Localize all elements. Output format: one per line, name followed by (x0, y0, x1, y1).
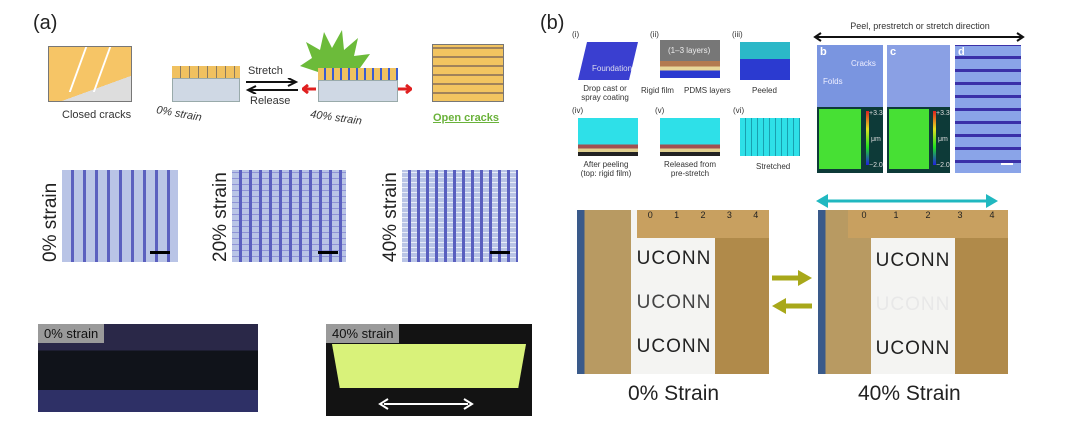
panel-b-label: (b) (540, 12, 565, 34)
glow-burst-icon (300, 30, 370, 76)
micrograph-20-label: 20% strain (210, 172, 231, 262)
foundation-label: Foundation (592, 64, 633, 73)
strain-0-label: 0% strain (155, 104, 203, 124)
step-6-caption: Stretched (756, 162, 791, 171)
step-3-num: (iii) (732, 30, 743, 39)
step-4-after-peeling (578, 118, 638, 156)
ruler-tick: 2 (700, 210, 706, 220)
substrate-0 (172, 78, 240, 102)
stretch-release-arrows-icon (245, 78, 299, 94)
scale-max-c: +3.3 (936, 110, 950, 117)
stretch-label: Stretch (248, 65, 283, 77)
ruler: 0 1 2 3 4 (848, 210, 1008, 238)
ruler-tick: 4 (753, 210, 759, 220)
film-0-top (172, 66, 240, 78)
uconn-text: UCONN (636, 292, 712, 313)
closed-cracks-label: Closed cracks (62, 109, 132, 121)
ruler-tick: 0 (861, 210, 867, 220)
ruler: 0 1 2 3 4 (637, 210, 769, 238)
caption-0-strain: 0% Strain (628, 382, 720, 405)
uconn-text: UCONN (875, 338, 951, 359)
step-2-layers: (1–3 layers) (660, 40, 720, 78)
micrograph-20 (232, 170, 346, 262)
ruler-tick: 1 (674, 210, 680, 220)
step-5-released (660, 118, 720, 156)
subpanel-c-label: c (890, 46, 897, 58)
photo-0-label: 0% strain (38, 324, 105, 343)
unit-c: μm (938, 136, 948, 143)
step-1-caption: Drop cast or spray coating (581, 84, 629, 102)
micrograph-40-label: 40% strain (380, 172, 401, 262)
micrograph-0 (62, 170, 178, 262)
layers-label: (1–3 layers) (668, 46, 711, 55)
step-4-num: (iv) (572, 106, 584, 115)
step-4-caption: After peeling (top: rigid film) (580, 160, 632, 178)
open-cracks-label: Open cracks (433, 112, 500, 124)
photo-40-strain: 0 1 2 3 4 UCONN UCONN UCONN (818, 210, 1008, 374)
tension-arrows-icon (302, 84, 412, 94)
scale-min-c: −2.0 (936, 162, 950, 169)
step-2-num: (ii) (650, 30, 659, 39)
step-6-stretched (740, 118, 800, 156)
ruler-tick: 0 (647, 210, 653, 220)
reversible-arrows-icon (772, 270, 812, 314)
cracks-label: Cracks (851, 59, 876, 68)
height-map-b (819, 109, 861, 169)
micrograph-40 (402, 170, 518, 262)
double-arrow-icon (378, 398, 474, 410)
direction-arrow-icon (813, 32, 1025, 42)
subpanel-d-label: d (958, 46, 965, 58)
substrate-40 (318, 80, 398, 102)
pdms-layers-label: PDMS layers (684, 86, 731, 95)
colorbar-b (866, 111, 869, 165)
ruler-tick: 3 (957, 210, 963, 220)
ruler-tick: 4 (989, 210, 995, 220)
strain-40-label: 40% strain (309, 108, 363, 128)
uconn-text: UCONN (875, 250, 951, 271)
unit-b: μm (871, 136, 881, 143)
closed-cracks-inset (48, 46, 132, 102)
subpanel-b-label: b (820, 46, 827, 58)
step-5-caption: Released from pre-stretch (663, 160, 717, 178)
ruler-tick: 3 (726, 210, 732, 220)
step-1-foundation: Foundation (578, 42, 638, 80)
ruler-tick: 2 (925, 210, 931, 220)
caption-40-strain: 40% Strain (858, 382, 961, 405)
micrograph-0-label: 0% strain (40, 182, 61, 262)
scale-max-b: +3.3 (869, 110, 883, 117)
step-6-num: (vi) (733, 106, 745, 115)
subpanel-c: c +3.3 μm −2.0 (887, 45, 950, 173)
open-cracks-inset (432, 44, 504, 102)
scale-min-b: −2.0 (869, 162, 883, 169)
folds-label: Folds (823, 77, 843, 86)
photo-40-glow: 40% strain (326, 324, 532, 416)
film-40-top (318, 68, 398, 80)
height-map-c (889, 109, 929, 169)
panel-a-label: (a) (33, 12, 58, 34)
step-1-num: (i) (572, 30, 580, 39)
uconn-text: UCONN (636, 248, 712, 269)
release-label: Release (250, 95, 291, 107)
subpanel-b: b Cracks Folds +3.3 μm −2.0 (817, 45, 883, 173)
ruler-tick: 1 (893, 210, 899, 220)
direction-label: Peel, prestretch or stretch direction (850, 21, 990, 31)
step-5-num: (v) (655, 106, 665, 115)
stretch-direction-arrow-icon (816, 194, 998, 208)
colorbar-c (933, 111, 936, 165)
uconn-text-faded: UCONN (875, 294, 951, 315)
photo-0-strain: 0 1 2 3 4 UCONN UCONN UCONN (577, 210, 769, 374)
subpanel-d: d (955, 45, 1021, 173)
rigid-film-label: Rigid film (641, 86, 674, 95)
step-3-caption: Peeled (752, 86, 777, 95)
photo-0-dark: 0% strain (38, 324, 258, 412)
step-3-peeled (740, 42, 790, 80)
photo-40-label: 40% strain (326, 324, 400, 343)
uconn-text: UCONN (636, 336, 712, 357)
